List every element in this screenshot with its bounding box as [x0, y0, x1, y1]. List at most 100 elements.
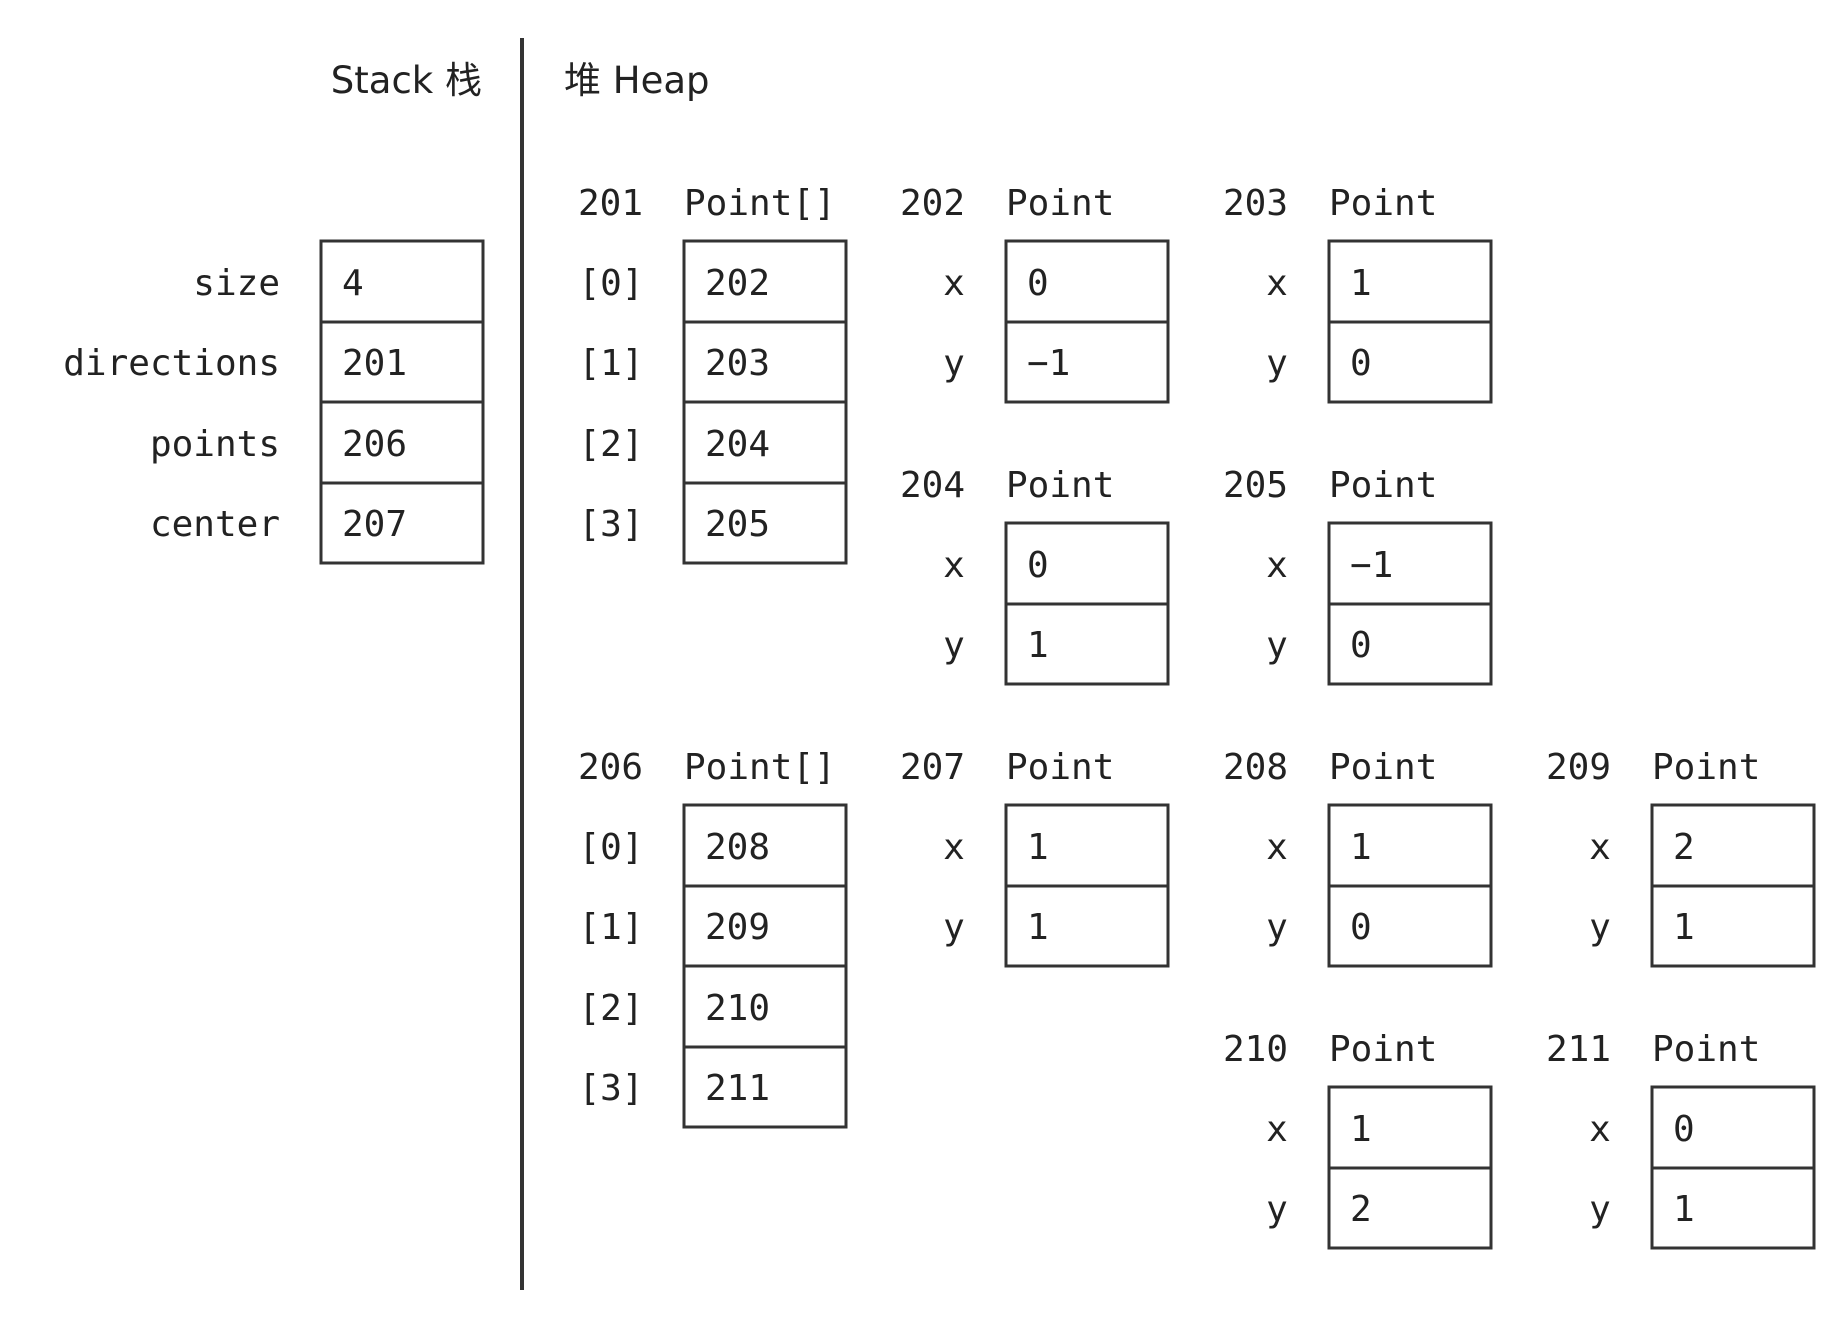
array-slot: [1] 203 — [578, 320, 848, 404]
array-index: [2] — [578, 988, 643, 1029]
object-address: 202 — [900, 183, 965, 224]
array-cell — [682, 964, 848, 1049]
array-slot: [1] 209 — [578, 884, 848, 968]
field-cell — [1004, 239, 1170, 324]
object-type: Point — [1329, 465, 1437, 506]
heap-point-211: 211 Point x 0 y 1 — [1546, 1029, 1816, 1250]
stack-var-value: 206 — [342, 424, 407, 465]
array-cell — [682, 1045, 848, 1129]
array-index: [0] — [578, 827, 643, 868]
stack-var-directions: directions 201 — [63, 320, 485, 404]
field-value: 0 — [1027, 263, 1049, 304]
field-cell — [1327, 1166, 1493, 1250]
array-value: 209 — [705, 907, 770, 948]
array-value: 204 — [705, 424, 770, 465]
field-value: 1 — [1350, 263, 1372, 304]
field-name: x — [1266, 545, 1288, 586]
array-slot: [3] 211 — [578, 1045, 848, 1129]
heap-point-209: 209 Point x 2 y 1 — [1546, 747, 1816, 968]
stack-var-center: center 207 — [150, 481, 485, 565]
object-address: 203 — [1223, 183, 1288, 224]
field-value: 2 — [1673, 827, 1695, 868]
object-type: Point — [1006, 747, 1114, 788]
array-index: [2] — [578, 424, 643, 465]
stack-frame: size 4 directions 201 points 206 center … — [63, 239, 485, 565]
array-slot: [2] 204 — [578, 400, 848, 485]
field-name: y — [943, 343, 965, 384]
object-address: 206 — [578, 747, 643, 788]
field-name: x — [943, 827, 965, 868]
field-value: 0 — [1350, 907, 1372, 948]
heap-point-203: 203 Point x 1 y 0 — [1223, 183, 1493, 404]
object-address: 207 — [900, 747, 965, 788]
heap-point-207: 207 Point x 1 y 1 — [900, 747, 1170, 968]
object-type: Point[] — [684, 747, 836, 788]
field-name: y — [1266, 907, 1288, 948]
field-name: y — [1266, 1189, 1288, 1230]
array-cell — [682, 239, 848, 324]
object-type: Point[] — [684, 183, 836, 224]
array-cell — [682, 803, 848, 888]
field-name: x — [1266, 263, 1288, 304]
heap-array-201: 201 Point[] [0] 202 [1] 203 [2] 204 [3] … — [578, 183, 848, 565]
field-name: x — [1589, 827, 1611, 868]
array-value: 202 — [705, 263, 770, 304]
array-value: 210 — [705, 988, 770, 1029]
array-cell — [682, 320, 848, 404]
array-index: [3] — [578, 1068, 643, 1109]
field-name: x — [1266, 827, 1288, 868]
heap-title: 堆 Heap — [564, 59, 710, 102]
object-type: Point — [1652, 747, 1760, 788]
field-name: y — [1266, 343, 1288, 384]
field-value: −1 — [1350, 545, 1393, 586]
field-cell — [1650, 884, 1816, 968]
object-type: Point — [1329, 1029, 1437, 1070]
field-cell — [1327, 239, 1493, 324]
array-index: [1] — [578, 343, 643, 384]
field-cell — [1004, 602, 1170, 686]
field-value: 1 — [1027, 827, 1049, 868]
array-slot: [3] 205 — [578, 481, 848, 565]
array-cell — [682, 400, 848, 485]
field-value: 1 — [1027, 625, 1049, 666]
field-name: y — [1266, 625, 1288, 666]
field-cell — [1327, 521, 1493, 606]
field-name: x — [943, 263, 965, 304]
field-value: 1 — [1350, 1109, 1372, 1150]
field-cell — [1650, 1085, 1816, 1170]
stack-var-points: points 206 — [150, 400, 485, 485]
field-cell — [1327, 884, 1493, 968]
array-value: 211 — [705, 1068, 770, 1109]
object-type: Point — [1006, 183, 1114, 224]
array-value: 203 — [705, 343, 770, 384]
object-address: 209 — [1546, 747, 1611, 788]
object-address: 201 — [578, 183, 643, 224]
heap-point-210: 210 Point x 1 y 2 — [1223, 1029, 1493, 1250]
object-address: 205 — [1223, 465, 1288, 506]
field-value: 2 — [1350, 1189, 1372, 1230]
field-name: y — [943, 625, 965, 666]
field-cell — [1650, 1166, 1816, 1250]
field-cell — [1004, 884, 1170, 968]
array-slot: [0] 208 — [578, 803, 848, 888]
object-address: 208 — [1223, 747, 1288, 788]
heap-point-205: 205 Point x −1 y 0 — [1223, 465, 1493, 686]
field-cell — [1327, 1085, 1493, 1170]
array-value: 208 — [705, 827, 770, 868]
array-slot: [0] 202 — [578, 239, 848, 324]
stack-var-cell — [319, 320, 485, 404]
object-address: 204 — [900, 465, 965, 506]
array-cell — [682, 884, 848, 968]
stack-title: Stack 栈 — [331, 59, 482, 102]
field-cell — [1650, 803, 1816, 888]
stack-var-name: size — [193, 263, 280, 304]
field-value: 1 — [1673, 1189, 1695, 1230]
object-address: 210 — [1223, 1029, 1288, 1070]
stack-var-size: size 4 — [193, 239, 485, 324]
field-name: x — [1266, 1109, 1288, 1150]
field-name: y — [1589, 1189, 1611, 1230]
array-index: [0] — [578, 263, 643, 304]
heap-array-206: 206 Point[] [0] 208 [1] 209 [2] 210 [3] … — [578, 747, 848, 1129]
stack-var-value: 4 — [342, 263, 364, 304]
